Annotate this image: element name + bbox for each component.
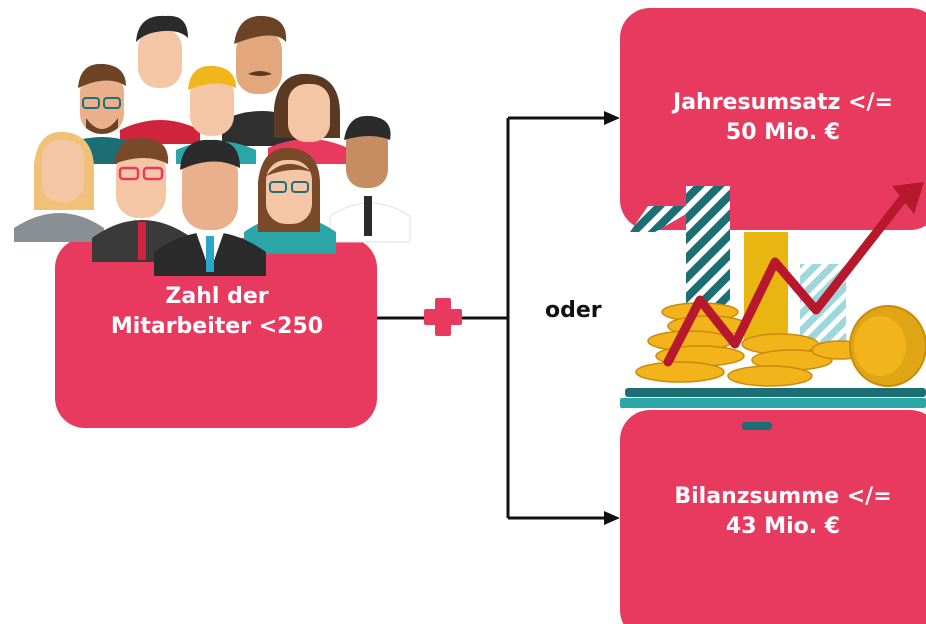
person-front-center-icon bbox=[154, 139, 266, 276]
person-back-1-icon bbox=[120, 15, 200, 144]
arrow-to-balance-icon bbox=[604, 511, 620, 525]
or-label: oder bbox=[545, 298, 602, 323]
employees-label-line2: Mitarbeiter <250 bbox=[110, 313, 324, 339]
group-of-employees-icon bbox=[14, 15, 411, 276]
revenue-label-line2: 50 Mio. € bbox=[725, 119, 841, 145]
balance-label-line2: 43 Mio. € bbox=[725, 513, 841, 539]
revenue-label: Jahresumsatz </= 50 Mio. € bbox=[628, 88, 926, 147]
person-mid-1-icon bbox=[14, 131, 104, 242]
balance-label: Bilanzsumme </= 43 Mio. € bbox=[628, 482, 926, 541]
person-front-2-icon bbox=[244, 147, 336, 254]
employees-box bbox=[55, 238, 377, 428]
person-back-5-icon bbox=[268, 73, 348, 164]
employees-label-line1: Zahl der bbox=[165, 284, 269, 309]
balance-box bbox=[620, 410, 926, 624]
revenue-box bbox=[620, 8, 926, 230]
employees-label: Zahl der Mitarbeiter <250 bbox=[58, 282, 376, 341]
revenue-label-line1: Jahresumsatz </= bbox=[673, 90, 893, 115]
arrow-to-revenue-icon bbox=[604, 111, 620, 125]
person-mid-2-icon bbox=[329, 115, 411, 243]
coins-and-rising-chart-icon bbox=[620, 182, 926, 430]
balance-label-line1: Bilanzsumme </= bbox=[674, 484, 892, 509]
plus-icon bbox=[424, 298, 462, 336]
